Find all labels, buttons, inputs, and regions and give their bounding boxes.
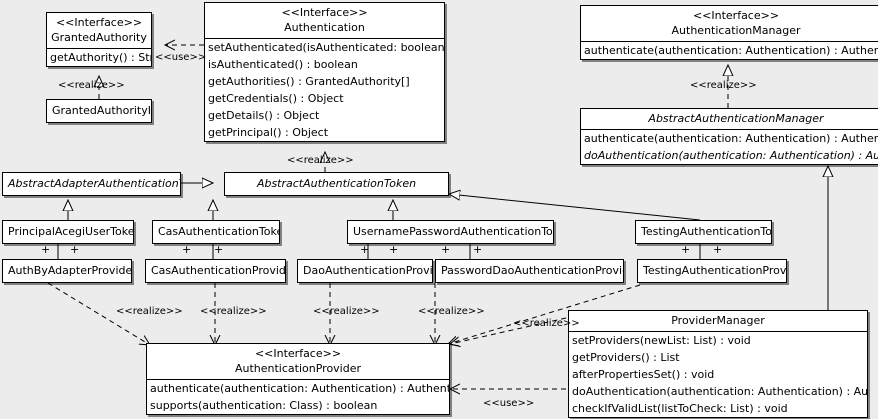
association-multiplicity-plus: + xyxy=(681,243,691,256)
class-abstract-authentication-manager[interactable]: AbstractAuthenticationManager authentica… xyxy=(580,108,878,165)
class-name: TestingAuthenticationToken xyxy=(641,225,772,238)
class-name: AbstractAdapterAuthenticationToken xyxy=(8,177,180,190)
edge-label-realize-auth-by-adapter-provider: <<realize>> xyxy=(116,306,183,317)
class-auth-by-adapter-provider[interactable]: AuthByAdapterProvider xyxy=(2,259,132,283)
association-multiplicity-plus: + xyxy=(360,243,370,256)
class-name: AuthByAdapterProvider xyxy=(8,264,132,277)
class-cas-authentication-provider[interactable]: CasAuthenticationProvider xyxy=(145,259,286,283)
class-principal-acegi-user-token[interactable]: PrincipalAcegiUserToken xyxy=(2,220,134,244)
association-multiplicity-plus: + xyxy=(182,243,192,256)
stereotype-label: <<Interface>> xyxy=(692,9,780,22)
operation: supports(authentication: Class) : boolea… xyxy=(150,399,378,412)
association-multiplicity-plus: + xyxy=(70,243,80,256)
class-header: <<Interface>> Authentication xyxy=(205,3,444,38)
class-name: ProviderManager xyxy=(671,314,765,327)
operation: getProviders() : List xyxy=(572,351,680,364)
class-name: GrantedAuthority xyxy=(51,31,147,44)
class-header: <<Interface>> AuthenticationProvider xyxy=(147,344,449,379)
class-header: <<Interface>> GrantedAuthority xyxy=(47,13,151,48)
operation: setProviders(newList: List) : void xyxy=(572,334,751,347)
operation: authenticate(authentication: Authenticat… xyxy=(584,44,878,57)
operation: getCredentials() : Object xyxy=(208,92,344,105)
edge-label-realize-abstract-authentication-token: <<realize>> xyxy=(287,155,354,166)
stereotype-label: <<Interface>> xyxy=(254,347,342,360)
association-multiplicity-plus: + xyxy=(214,243,224,256)
edge-label-use-provider-manager: <<use>> xyxy=(483,398,535,409)
class-name: TestingAuthenticationProvider xyxy=(643,264,787,277)
operations-compartment: authenticate(authentication: Authenticat… xyxy=(581,42,878,59)
class-authentication[interactable]: <<Interface>> Authentication setAuthenti… xyxy=(204,2,445,142)
association-multiplicity-plus: + xyxy=(389,243,399,256)
class-provider-manager[interactable]: ProviderManager setProviders(newList: Li… xyxy=(568,310,868,418)
stereotype-label: <<Interface>> xyxy=(281,6,368,19)
edge-label-realize-cas-authentication-provider: <<realize>> xyxy=(200,306,267,317)
class-cas-authentication-token[interactable]: CasAuthenticationToken xyxy=(152,220,280,244)
operation: getPrincipal() : Object xyxy=(208,126,329,139)
operation: doAuthentication(authentication: Authent… xyxy=(584,149,878,162)
association-multiplicity-plus: + xyxy=(473,243,483,256)
compartment-divider xyxy=(205,38,444,39)
class-name: AbstractAuthenticationToken xyxy=(256,177,417,190)
compartment-divider xyxy=(581,129,878,130)
operation: setAuthenticated(isAuthenticated: boolea… xyxy=(208,41,445,54)
class-name: AuthenticationProvider xyxy=(234,362,362,375)
class-name: DaoAuthenticationProvider xyxy=(303,264,433,277)
operation: authenticate(authentication: Authenticat… xyxy=(150,382,450,395)
edge-label-realize-provider-manager: <<realize>> xyxy=(513,318,580,329)
operation: getAuthorities() : GrantedAuthority[] xyxy=(208,75,410,88)
compartment-divider xyxy=(581,41,878,42)
class-name: PrincipalAcegiUserToken xyxy=(8,225,134,238)
edge-label-realize-password-dao-authentication-provider: <<realize>> xyxy=(418,306,485,317)
operation: afterPropertiesSet() : void xyxy=(572,368,715,381)
class-name: PasswordDaoAuthenticationProvider xyxy=(441,264,624,277)
class-testing-authentication-provider[interactable]: TestingAuthenticationProvider xyxy=(637,259,787,283)
class-password-dao-authentication-provider[interactable]: PasswordDaoAuthenticationProvider xyxy=(435,259,624,283)
edge-label-realize-granted-authority-impl: <<realize>> xyxy=(58,80,125,91)
operation: getAuthority() : String xyxy=(50,51,151,64)
operation: getDetails() : Object xyxy=(208,109,320,122)
class-dao-authentication-provider[interactable]: DaoAuthenticationProvider xyxy=(297,259,433,283)
class-header: ProviderManager xyxy=(569,311,867,331)
compartment-divider xyxy=(147,379,449,380)
operations-compartment: setAuthenticated(isAuthenticated: boolea… xyxy=(205,39,444,141)
class-abstract-adapter-authentication-token[interactable]: AbstractAdapterAuthenticationToken xyxy=(2,172,181,196)
operation: isAuthenticated() : boolean xyxy=(208,58,358,71)
operation: checkIfValidList(listToCheck: List) : vo… xyxy=(572,402,788,415)
operations-compartment: authenticate(authentication: Authenticat… xyxy=(581,130,878,164)
class-name: CasAuthenticationToken xyxy=(158,225,280,238)
class-authentication-manager[interactable]: <<Interface>> AuthenticationManager auth… xyxy=(580,5,878,60)
class-granted-authority-impl[interactable]: GrantedAuthorityImpl xyxy=(46,99,152,123)
class-header: <<Interface>> AuthenticationManager xyxy=(581,6,878,41)
class-granted-authority[interactable]: <<Interface>> GrantedAuthority getAuthor… xyxy=(46,12,152,67)
compartment-divider xyxy=(47,48,151,49)
class-abstract-authentication-token[interactable]: AbstractAuthenticationToken xyxy=(224,172,449,196)
operations-compartment: setProviders(newList: List) : void getPr… xyxy=(569,332,867,417)
edge-label-realize-abstract-authentication-manager: <<realize>> xyxy=(690,80,757,91)
class-name: Authentication xyxy=(284,21,365,34)
class-username-password-authentication-token[interactable]: UsernamePasswordAuthenticationToken xyxy=(347,220,554,244)
class-name: UsernamePasswordAuthenticationToken xyxy=(353,225,554,238)
compartment-divider xyxy=(569,331,867,332)
class-name: AuthenticationManager xyxy=(671,24,801,37)
stereotype-label: <<Interface>> xyxy=(55,16,143,29)
class-name: CasAuthenticationProvider xyxy=(151,264,286,277)
class-name: GrantedAuthorityImpl xyxy=(52,104,151,117)
class-testing-authentication-token[interactable]: TestingAuthenticationToken xyxy=(635,220,772,244)
association-multiplicity-plus: + xyxy=(41,243,51,256)
operation: authenticate(authentication: Authenticat… xyxy=(584,132,878,145)
operations-compartment: getAuthority() : String xyxy=(47,49,151,66)
operations-compartment: authenticate(authentication: Authenticat… xyxy=(147,380,449,414)
class-name: AbstractAuthenticationManager xyxy=(648,112,824,125)
operation: doAuthentication(authentication: Authent… xyxy=(572,385,868,398)
class-authentication-provider[interactable]: <<Interface>> AuthenticationProvider aut… xyxy=(146,343,450,415)
edge-label-realize-dao-authentication-provider: <<realize>> xyxy=(313,306,380,317)
class-header: AbstractAuthenticationManager xyxy=(581,109,878,129)
edge-label-use-authentication-granted-authority: <<use>> xyxy=(155,52,207,63)
association-multiplicity-plus: + xyxy=(441,243,451,256)
association-multiplicity-plus: + xyxy=(713,243,723,256)
